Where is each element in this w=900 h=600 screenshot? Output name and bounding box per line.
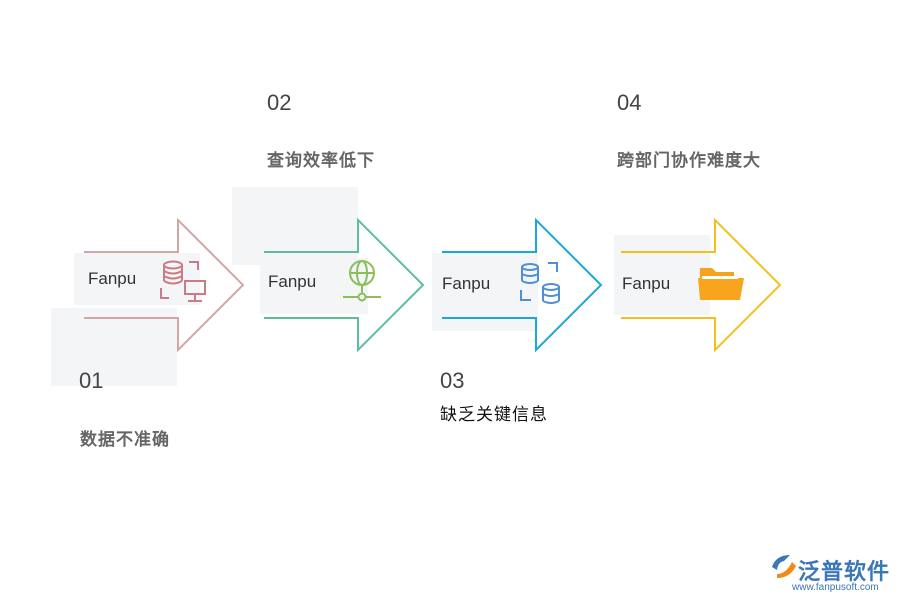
step-3-title: 缺乏关键信息 xyxy=(440,405,548,425)
step-4-title: 跨部门协作难度大 xyxy=(617,151,761,171)
step-3-label: Fanpu xyxy=(442,274,491,293)
network-globe-icon xyxy=(343,260,381,302)
step-2-number: 02 xyxy=(267,90,292,115)
database-monitor-icon xyxy=(160,260,206,302)
step-1-backdrop-bottom xyxy=(51,308,177,386)
step-1-label: Fanpu xyxy=(88,269,137,288)
logo-name: 泛普软件 xyxy=(798,560,891,585)
step-3-arrow xyxy=(442,217,603,353)
step-4-arrow xyxy=(621,217,782,353)
step-4-backdrop xyxy=(614,235,710,315)
step-2-arrow xyxy=(264,217,425,353)
step-1-number: 01 xyxy=(79,368,104,393)
step-2-label: Fanpu xyxy=(268,272,317,291)
step-1-title: 数据不准确 xyxy=(80,430,170,450)
database-sync-icon xyxy=(520,262,560,304)
logo-url: www.fanpusoft.com xyxy=(792,582,879,593)
step-2-title: 查询效率低下 xyxy=(267,151,375,171)
step-4-number: 04 xyxy=(617,90,642,115)
step-1-arrow xyxy=(84,217,245,353)
step-3-number: 03 xyxy=(440,368,465,393)
folder-icon xyxy=(698,268,744,300)
step-2-backdrop-bottom xyxy=(260,258,368,314)
fanpu-logo-icon xyxy=(772,555,796,578)
step-4-label: Fanpu xyxy=(622,274,671,293)
